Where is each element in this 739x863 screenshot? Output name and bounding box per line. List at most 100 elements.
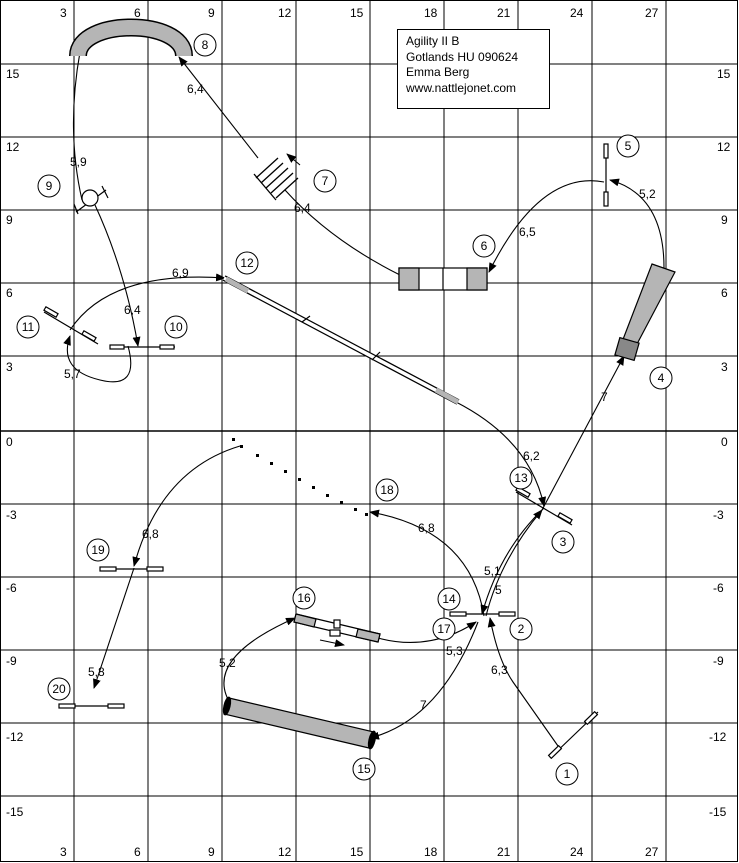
axis-bottom-label: 21 [497,845,511,859]
distance-label: 5,1 [484,564,501,578]
jump-5 [603,143,609,207]
axis-right-label: 9 [721,213,728,227]
obstacle-number: 17 [437,622,451,636]
obstacle-number: 3 [560,535,567,549]
jump-2 [449,611,516,617]
obstacle-number: 10 [169,320,183,334]
obstacle-number: 8 [202,38,209,52]
path-17-18 [369,509,485,617]
obstacle-number-labels: 1 2 3 4 5 6 7 8 9 10 11 12 13 14 15 16 1… [22,38,665,781]
path-3-4 [541,355,625,511]
event-name: Gotlands HU 090624 [406,49,519,64]
axis-bottom-label: 3 [60,845,67,859]
axis-left-label: -3 [6,508,17,522]
axis-left-label: 3 [6,360,13,374]
distance-label: 6,2 [523,449,540,463]
axis-top-label: 18 [424,6,438,20]
jump-20 [58,703,125,709]
axis-right-label: 3 [721,360,728,374]
axis-top-label: 15 [350,6,364,20]
path-10-11 [63,335,132,383]
axis-top-label: 21 [497,6,511,20]
jump-10 [109,344,175,350]
axis-labels: 3 6 9 12 15 18 21 24 27 3 6 9 12 15 18 2… [6,6,731,859]
course-title: Agility II B [406,34,460,48]
axis-top-label: 27 [645,6,659,20]
obstacle-numbers [16,33,673,786]
axis-left-label: -15 [6,805,24,819]
axis-right-label: -15 [709,805,727,819]
axis-top-label: 6 [134,6,141,20]
website-text: www.nattlejonet.com [406,80,517,95]
obstacles [43,18,676,760]
axis-left-label: 12 [6,140,20,154]
axis-left-label: -12 [6,730,24,744]
axis-bottom-label: 18 [424,845,438,859]
obstacle-number: 7 [322,174,329,188]
course-info-box: Agility II B Gotlands HU 090624 Emma Ber… [397,29,550,109]
axis-bottom-label: 24 [570,845,584,859]
obstacle-number: 4 [658,371,665,385]
path-7-8 [178,56,259,159]
distance-label: 6,9 [172,266,189,280]
axis-right-label: -9 [713,654,724,668]
distance-label: 6,4 [124,303,141,317]
axis-left-label: 9 [6,213,13,227]
distance-label: 6,3 [491,663,508,677]
obstacle-number: 5 [625,139,632,153]
axis-bottom-label: 15 [350,845,364,859]
distance-label: 5,8 [88,665,105,679]
obstacle-number: 12 [240,256,254,270]
tunnel-8-inner [70,20,192,58]
longjump-18 [232,438,368,516]
distance-label: 6,4 [294,201,311,215]
weave-7 [253,157,299,201]
obstacle-number: 20 [52,682,66,696]
jump-19 [99,566,164,572]
judge-name: Emma Berg [406,65,470,79]
axis-top-label: 24 [570,6,584,20]
path-11-12 [69,273,226,331]
obstacle-number: 9 [46,179,53,193]
obstacle-number: 14 [442,592,456,606]
path-8-9 [72,51,83,201]
path-15-16 [223,617,296,707]
seesaw-16 [293,613,381,643]
path-18-19 [132,445,241,567]
axis-bottom-label: 12 [278,845,292,859]
distance-label: 7 [420,698,427,712]
path-1-2 [487,617,559,747]
tyre-9 [73,185,109,215]
obstacle-number: 2 [518,622,525,636]
obstacle-number: 15 [357,762,371,776]
axis-top-label: 12 [278,6,292,20]
path-12-13 [455,401,547,507]
distance-label: 5,9 [70,155,87,169]
distance-label: 6,5 [519,225,536,239]
axis-right-label: -3 [713,508,724,522]
axis-right-label: 6 [721,286,728,300]
distance-label: 6,8 [142,527,159,541]
obstacle-number: 19 [91,543,105,557]
axis-left-label: 15 [6,67,20,81]
jump-1 [547,710,599,760]
axis-bottom-label: 6 [134,845,141,859]
course-path [63,51,665,747]
axis-left-label: 0 [6,435,13,449]
axis-bottom-label: 9 [208,845,215,859]
axis-right-label: 0 [721,435,728,449]
path-9-10 [94,204,141,347]
path-4-5 [609,178,665,269]
distance-label: 5 [495,583,502,597]
obstacle-number: 6 [481,239,488,253]
obstacle-number: 18 [380,483,394,497]
path-16-17 [377,621,477,643]
distance-labels: 6,3 5 7 5,2 6,5 6,4 6,4 5,9 6,4 5,7 6,9 … [64,82,656,712]
axis-right-label: 12 [717,140,731,154]
distance-label: 5,2 [219,656,236,670]
path-19-20 [93,567,135,689]
dogwalk-12 [222,275,460,405]
jump-13 [515,485,573,526]
axis-left-label: 6 [6,286,13,300]
